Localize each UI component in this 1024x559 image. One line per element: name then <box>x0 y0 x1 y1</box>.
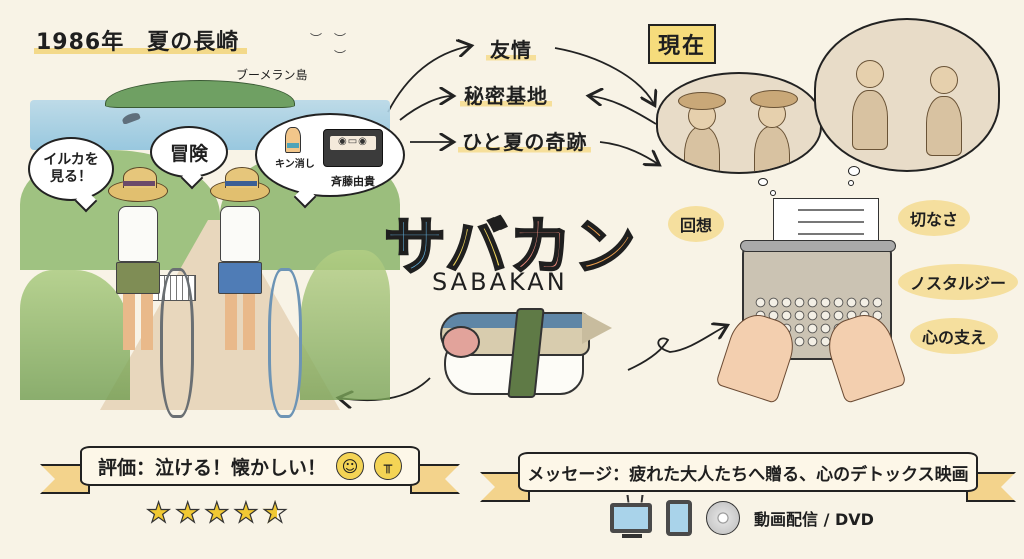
thought-dot <box>770 190 776 196</box>
typewriter-carriage <box>740 240 896 252</box>
tag-poignancy: 切なさ <box>898 200 971 236</box>
cassette-tape-icon <box>323 129 383 167</box>
kinkeshi-label: キン消し <box>275 159 315 170</box>
logo-char: バ <box>444 209 510 285</box>
memory-cloud-running <box>814 18 1000 172</box>
message-text: メッセージ：疲れた大人たちへ贈る、心のデトックス映画 <box>527 464 969 485</box>
present-label: 現在 <box>648 24 717 64</box>
speech-bubble-dolphin: イルカを 見る！ <box>28 137 114 201</box>
tv-icon <box>610 503 652 538</box>
kinkeshi-figure-icon <box>285 127 301 153</box>
tablet-icon <box>666 500 692 536</box>
message-banner: メッセージ：疲れた大人たちへ贈る、心のデトックス映画 <box>478 438 1018 548</box>
star-full-icon: ★ <box>145 495 176 529</box>
straw-hat-icon <box>108 167 168 202</box>
birds-icon: ︶ ︶ ︶ <box>310 32 347 63</box>
rating-banner: 評価：泣ける！懐かしい！ ☺ ╥ <box>40 438 460 528</box>
star-full-icon: ★ <box>175 495 205 529</box>
rating-text: 評価：泣ける！懐かしい！ <box>97 456 326 479</box>
kinkeshi-item: キン消し <box>275 127 315 170</box>
island-illustration <box>105 80 295 108</box>
star-rating: ★★★★★ <box>145 495 292 529</box>
tag-emotional-support: 心の支え <box>910 318 999 354</box>
thought-dot <box>848 166 860 176</box>
boy-right-illustration <box>210 167 270 350</box>
speech-bubble-items: キン消し 斉藤由貴 <box>255 113 405 197</box>
cassette-label: 斉藤由貴 <box>331 175 375 188</box>
grass-right-illustration <box>300 250 390 400</box>
rating-ribbon: 評価：泣ける！懐かしい！ ☺ ╥ <box>80 446 420 486</box>
keyword-summer-miracle: ひと夏の奇跡 <box>458 126 592 155</box>
title-romaji: SABAKAN <box>432 268 568 296</box>
star-full-icon: ★ <box>204 495 234 529</box>
dvd-disc-icon <box>706 501 740 535</box>
page-title: 1986年 夏の長崎 <box>34 24 248 58</box>
smiling-face-icon: ☺ <box>336 452 364 480</box>
media-label: 動画配信 / DVD <box>754 510 874 529</box>
speech-bubble-text: 冒険 <box>169 142 208 165</box>
title-logo: サバカン <box>383 196 638 286</box>
tag-reminiscence: 回想 <box>668 206 725 242</box>
bicycle-left-illustration <box>160 268 194 418</box>
keyword-secret-base: 秘密基地 <box>460 80 552 109</box>
message-ribbon: メッセージ：疲れた大人たちへ贈る、心のデトックス映画 <box>518 452 978 492</box>
speech-bubble-text: イルカを 見る！ <box>43 151 99 186</box>
speech-bubble-adventure: 冒険 <box>150 126 228 178</box>
tag-nostalgia: ノスタルジー <box>898 264 1019 300</box>
boy-left-illustration <box>108 167 168 350</box>
logo-char: カ <box>508 209 574 285</box>
grass-left-illustration <box>20 270 130 400</box>
star-full-icon: ★ <box>233 495 263 529</box>
thought-dot <box>758 178 768 186</box>
media-availability: 動画配信 / DVD <box>610 500 874 538</box>
straw-hat-icon <box>210 167 270 202</box>
logo-char: サ <box>383 209 446 285</box>
logo-char: ン <box>572 209 638 285</box>
fish-tail-illustration <box>582 312 612 344</box>
crying-face-icon: ╥ <box>374 452 402 480</box>
fish-cut-illustration <box>442 326 480 358</box>
thought-dot <box>848 180 854 186</box>
memory-cloud-laughing <box>656 72 822 174</box>
island-label: ブーメラン島 <box>236 68 308 82</box>
star-half-icon: ★ <box>262 495 292 529</box>
keyword-friendship: 友情 <box>486 34 536 63</box>
bicycle-right-illustration <box>268 268 302 418</box>
